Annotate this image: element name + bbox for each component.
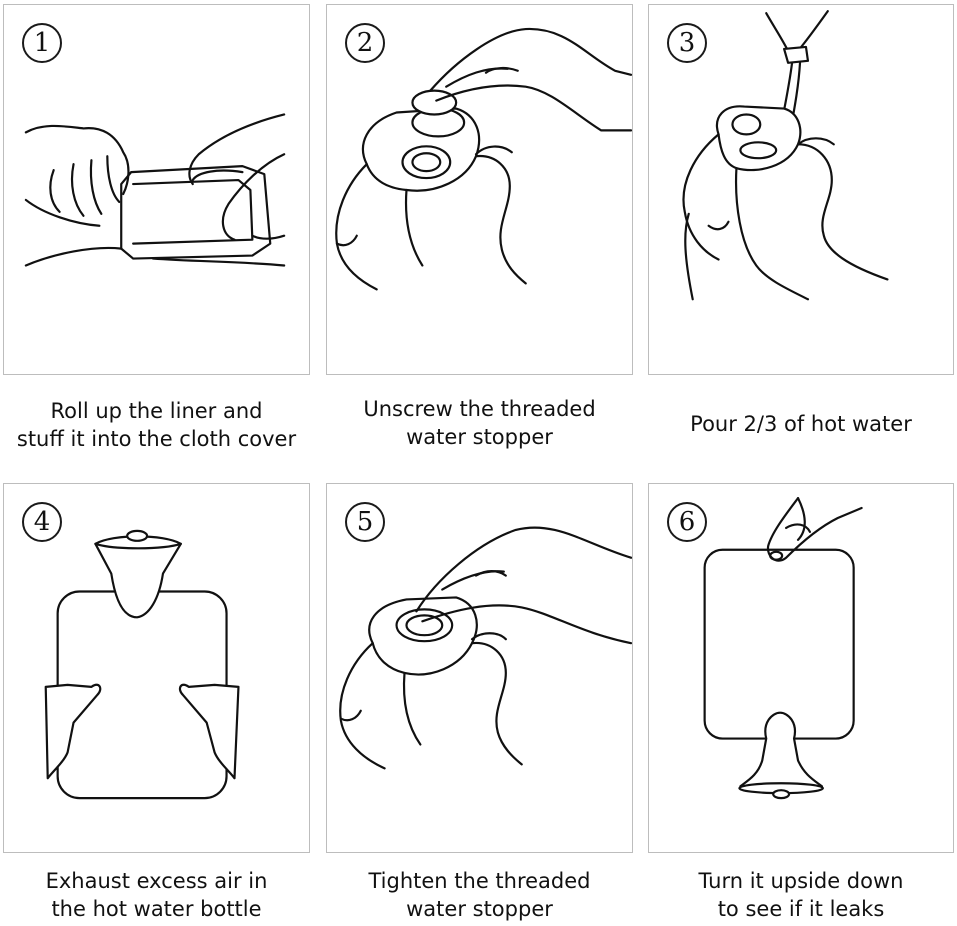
step-2-panel: 2 [326, 4, 633, 375]
step-6-caption: Turn it upside down to see if it leaks [648, 867, 954, 923]
step-5-number-badge: 5 [345, 502, 385, 542]
step-6-illustration [703, 497, 863, 800]
step-1-number-badge: 1 [22, 23, 62, 63]
step-3-caption-line1: Pour 2/3 of hot water [690, 412, 912, 436]
step-5-caption: Tighten the threaded water stopper [326, 867, 633, 923]
step-1-panel: 1 [3, 4, 310, 375]
step-5-illustration [339, 526, 632, 770]
step-4-caption-line2: the hot water bottle [51, 897, 262, 921]
step-6-panel: 6 [648, 483, 954, 853]
step-2-illustration [335, 27, 632, 291]
step-2-caption: Unscrew the threaded water stopper [326, 395, 633, 451]
step-6-number-badge: 6 [667, 502, 707, 542]
step-5-caption-line1: Tighten the threaded [368, 869, 591, 893]
step-4-caption-line1: Exhaust excess air in [45, 869, 268, 893]
step-2-caption-line2: water stopper [406, 425, 553, 449]
step-6-caption-line2: to see if it leaks [717, 897, 885, 921]
step-5-caption-line2: water stopper [406, 897, 553, 921]
step-6-caption-line1: Turn it upside down [698, 869, 904, 893]
step-3-caption: Pour 2/3 of hot water [648, 410, 954, 438]
step-3-illustration [682, 10, 889, 301]
step-5-panel: 5 [326, 483, 633, 853]
step-4-caption: Exhaust excess air in the hot water bott… [3, 867, 310, 923]
step-2-caption-line1: Unscrew the threaded [363, 397, 596, 421]
step-1-caption: Roll up the liner and stuff it into the … [3, 397, 310, 453]
step-4-illustration [44, 529, 240, 800]
step-1-illustration [24, 113, 286, 267]
step-2-number-badge: 2 [345, 23, 385, 63]
step-1-caption-line2: stuff it into the cloth cover [16, 427, 297, 451]
step-4-panel: 4 [3, 483, 310, 853]
step-3-number-badge: 3 [667, 23, 707, 63]
step-4-number-badge: 4 [22, 502, 62, 542]
step-1-caption-line1: Roll up the liner and [50, 399, 263, 423]
step-3-panel: 3 [648, 4, 954, 375]
